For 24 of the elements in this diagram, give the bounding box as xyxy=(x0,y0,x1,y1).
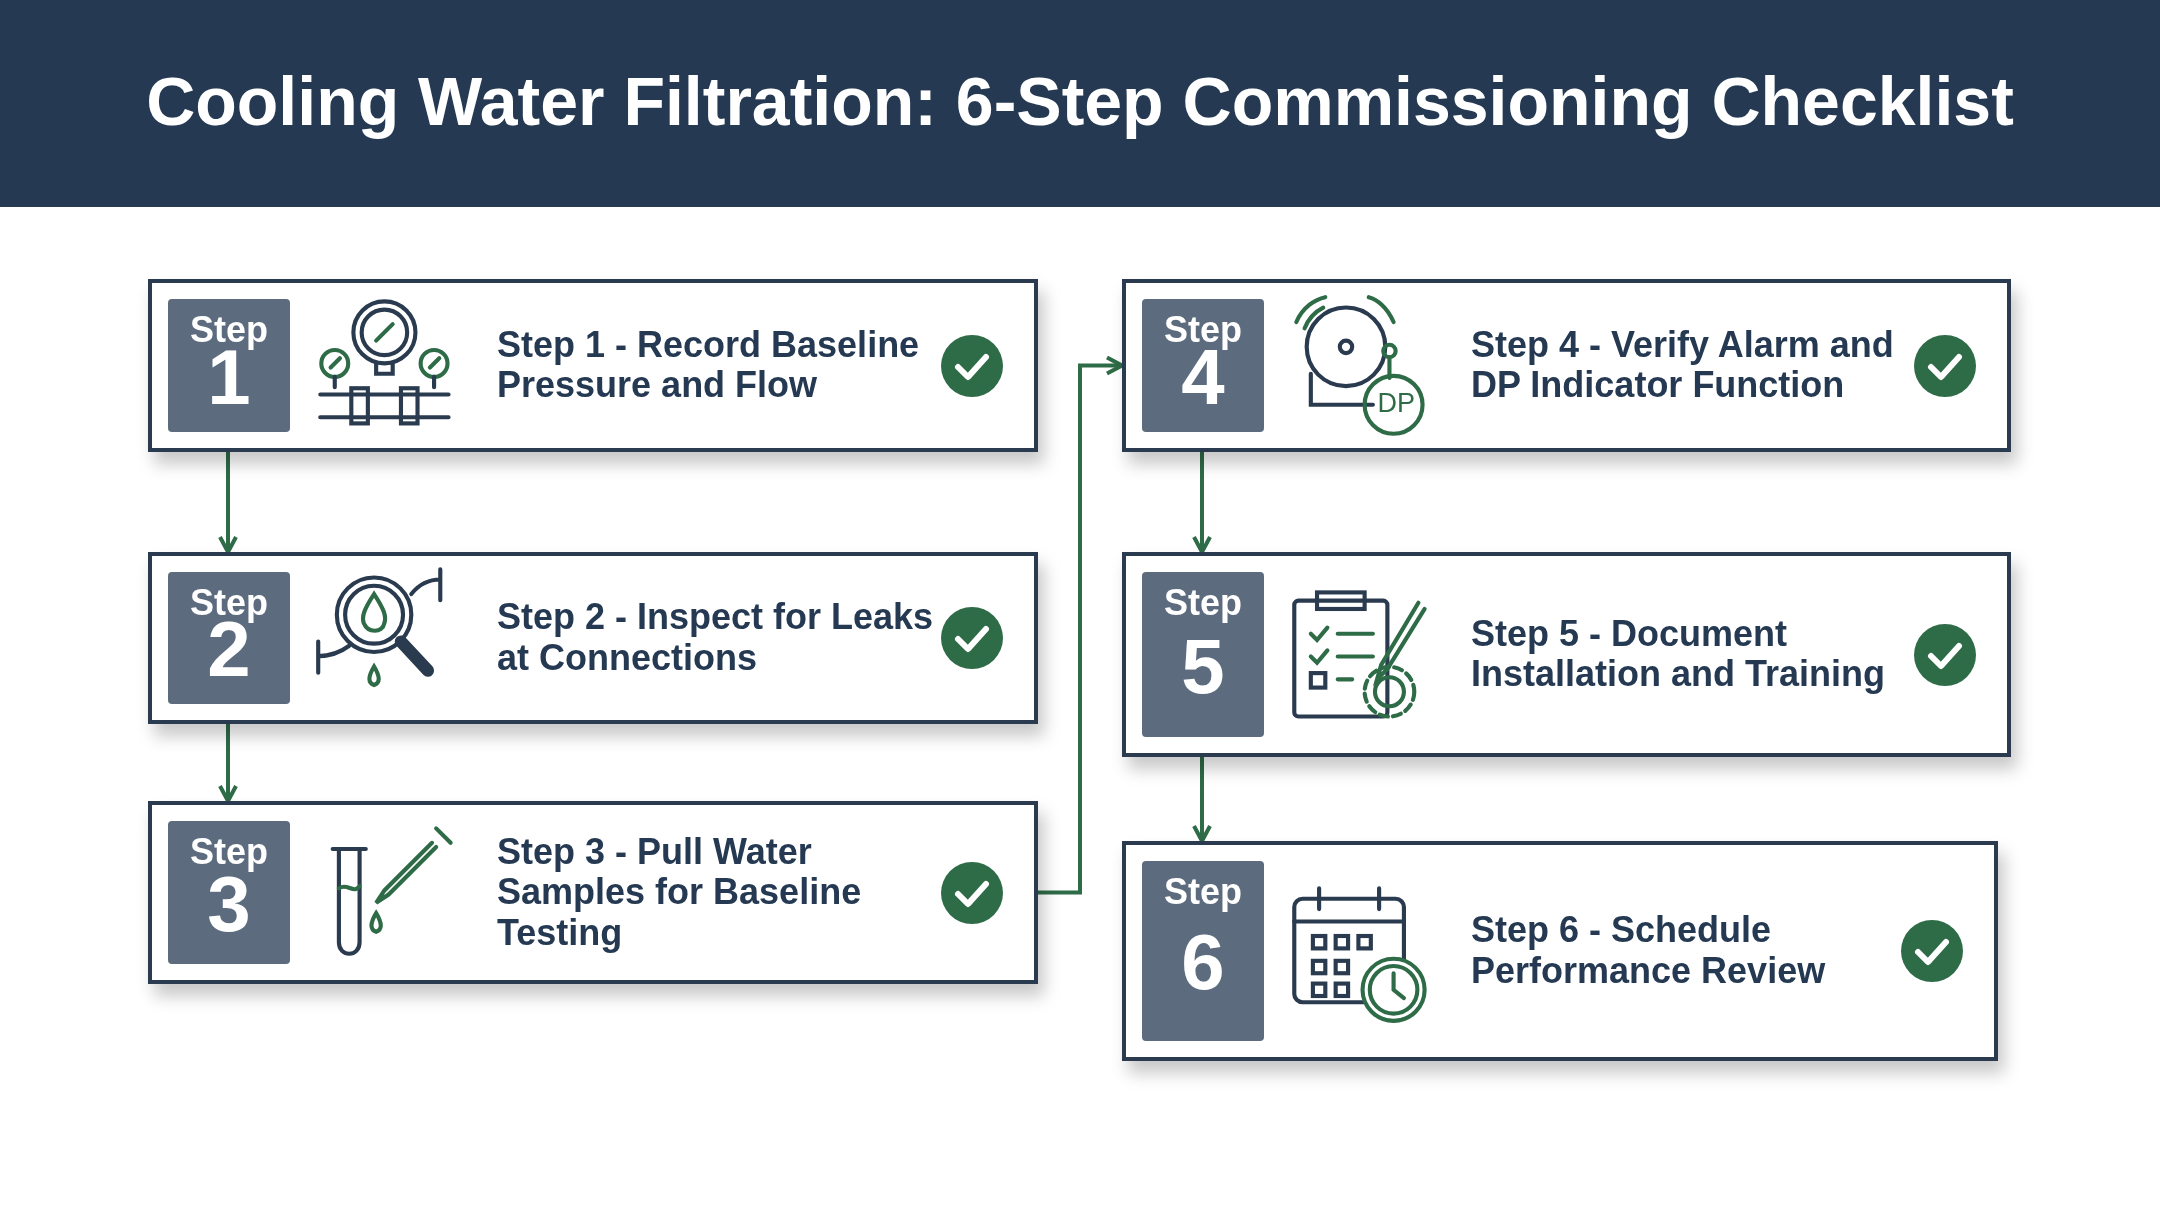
arrow xyxy=(218,452,238,554)
step-word: Step xyxy=(1163,871,1243,913)
step-number: 6 xyxy=(1180,923,1226,1001)
icon-label: DP xyxy=(1377,390,1416,418)
step-title: Step 4 - Verify Alarm and DP Indicator Function xyxy=(1471,324,1895,407)
step-card xyxy=(1122,279,2011,452)
step-card xyxy=(1122,552,2011,757)
step-title: Step 3 - Pull Water Samples for Baseline Testing xyxy=(497,831,863,954)
step-title: Step 2 - Inspect for Leaks at Connections xyxy=(497,597,935,679)
step-number: 5 xyxy=(1181,626,1225,705)
step-word: Step xyxy=(1163,582,1243,624)
arrow xyxy=(1038,355,1124,895)
step-title: Step 6 - Schedule Performance Review xyxy=(1471,910,1827,992)
title: Cooling Water Filtration: 6-Step Commissioning Checklist xyxy=(145,62,2015,140)
step-card xyxy=(148,801,1038,984)
step-title: Step 5 - Document Installation and Training xyxy=(1471,613,1887,696)
step-title: Step 1 - Record Baseline Pressure and Flow xyxy=(497,324,921,407)
arrow xyxy=(1192,452,1212,554)
step-card xyxy=(1122,841,1998,1061)
arrow xyxy=(218,724,238,803)
step-card xyxy=(148,552,1038,724)
step-word: Step xyxy=(189,831,269,873)
arrow xyxy=(1192,757,1212,843)
step-card xyxy=(148,279,1038,452)
